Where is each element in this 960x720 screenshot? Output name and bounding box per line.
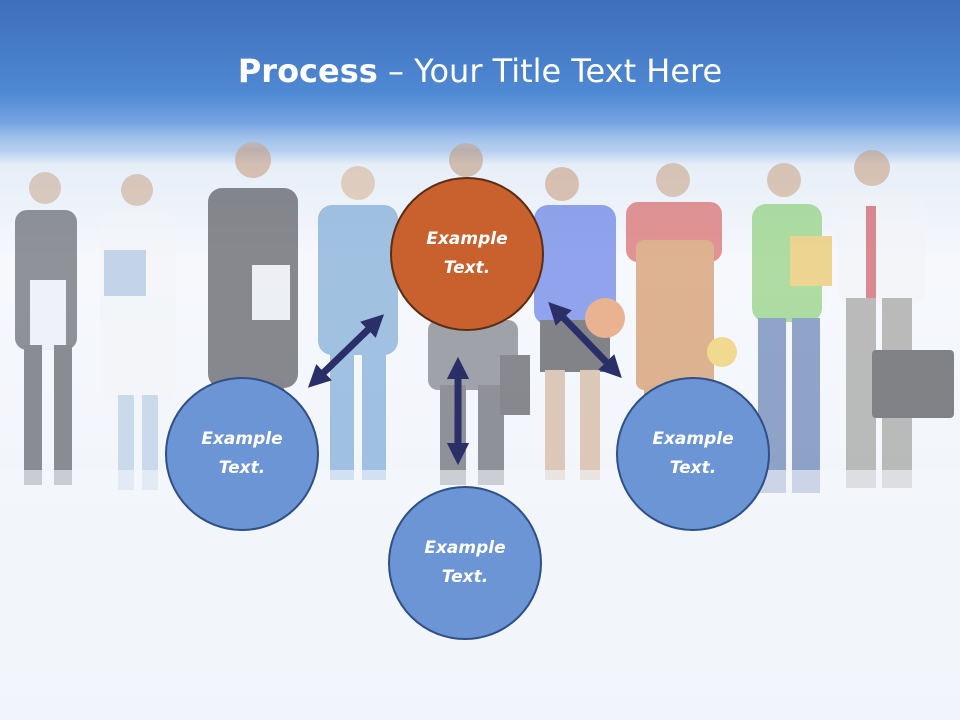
person-silhouette [15, 172, 77, 485]
title-bold: Process [237, 52, 378, 90]
node-left-line1: Example [201, 429, 283, 449]
node-bottom-line2: Text. [441, 567, 489, 587]
arrow-top-left [307, 314, 385, 388]
node-top-line2: Text. [443, 258, 491, 278]
process-node-left[interactable]: Example Text. [165, 377, 319, 531]
process-node-top[interactable]: Example Text. [390, 177, 544, 331]
node-right-line2: Text. [669, 458, 717, 478]
slide-title: Process – Your Title Text Here [0, 52, 960, 90]
arrow-top-right [548, 301, 622, 379]
process-node-right[interactable]: Example Text. [616, 377, 770, 531]
node-bottom-line1: Example [424, 538, 506, 558]
node-right-line1: Example [652, 429, 734, 449]
title-rest: – Your Title Text Here [377, 52, 723, 90]
node-left-line2: Text. [218, 458, 266, 478]
header-band [0, 0, 960, 150]
process-node-bottom[interactable]: Example Text. [388, 486, 542, 640]
person-silhouette [838, 150, 954, 488]
node-top-line1: Example [426, 229, 508, 249]
person-silhouette [752, 163, 832, 493]
person-silhouette [100, 174, 176, 490]
